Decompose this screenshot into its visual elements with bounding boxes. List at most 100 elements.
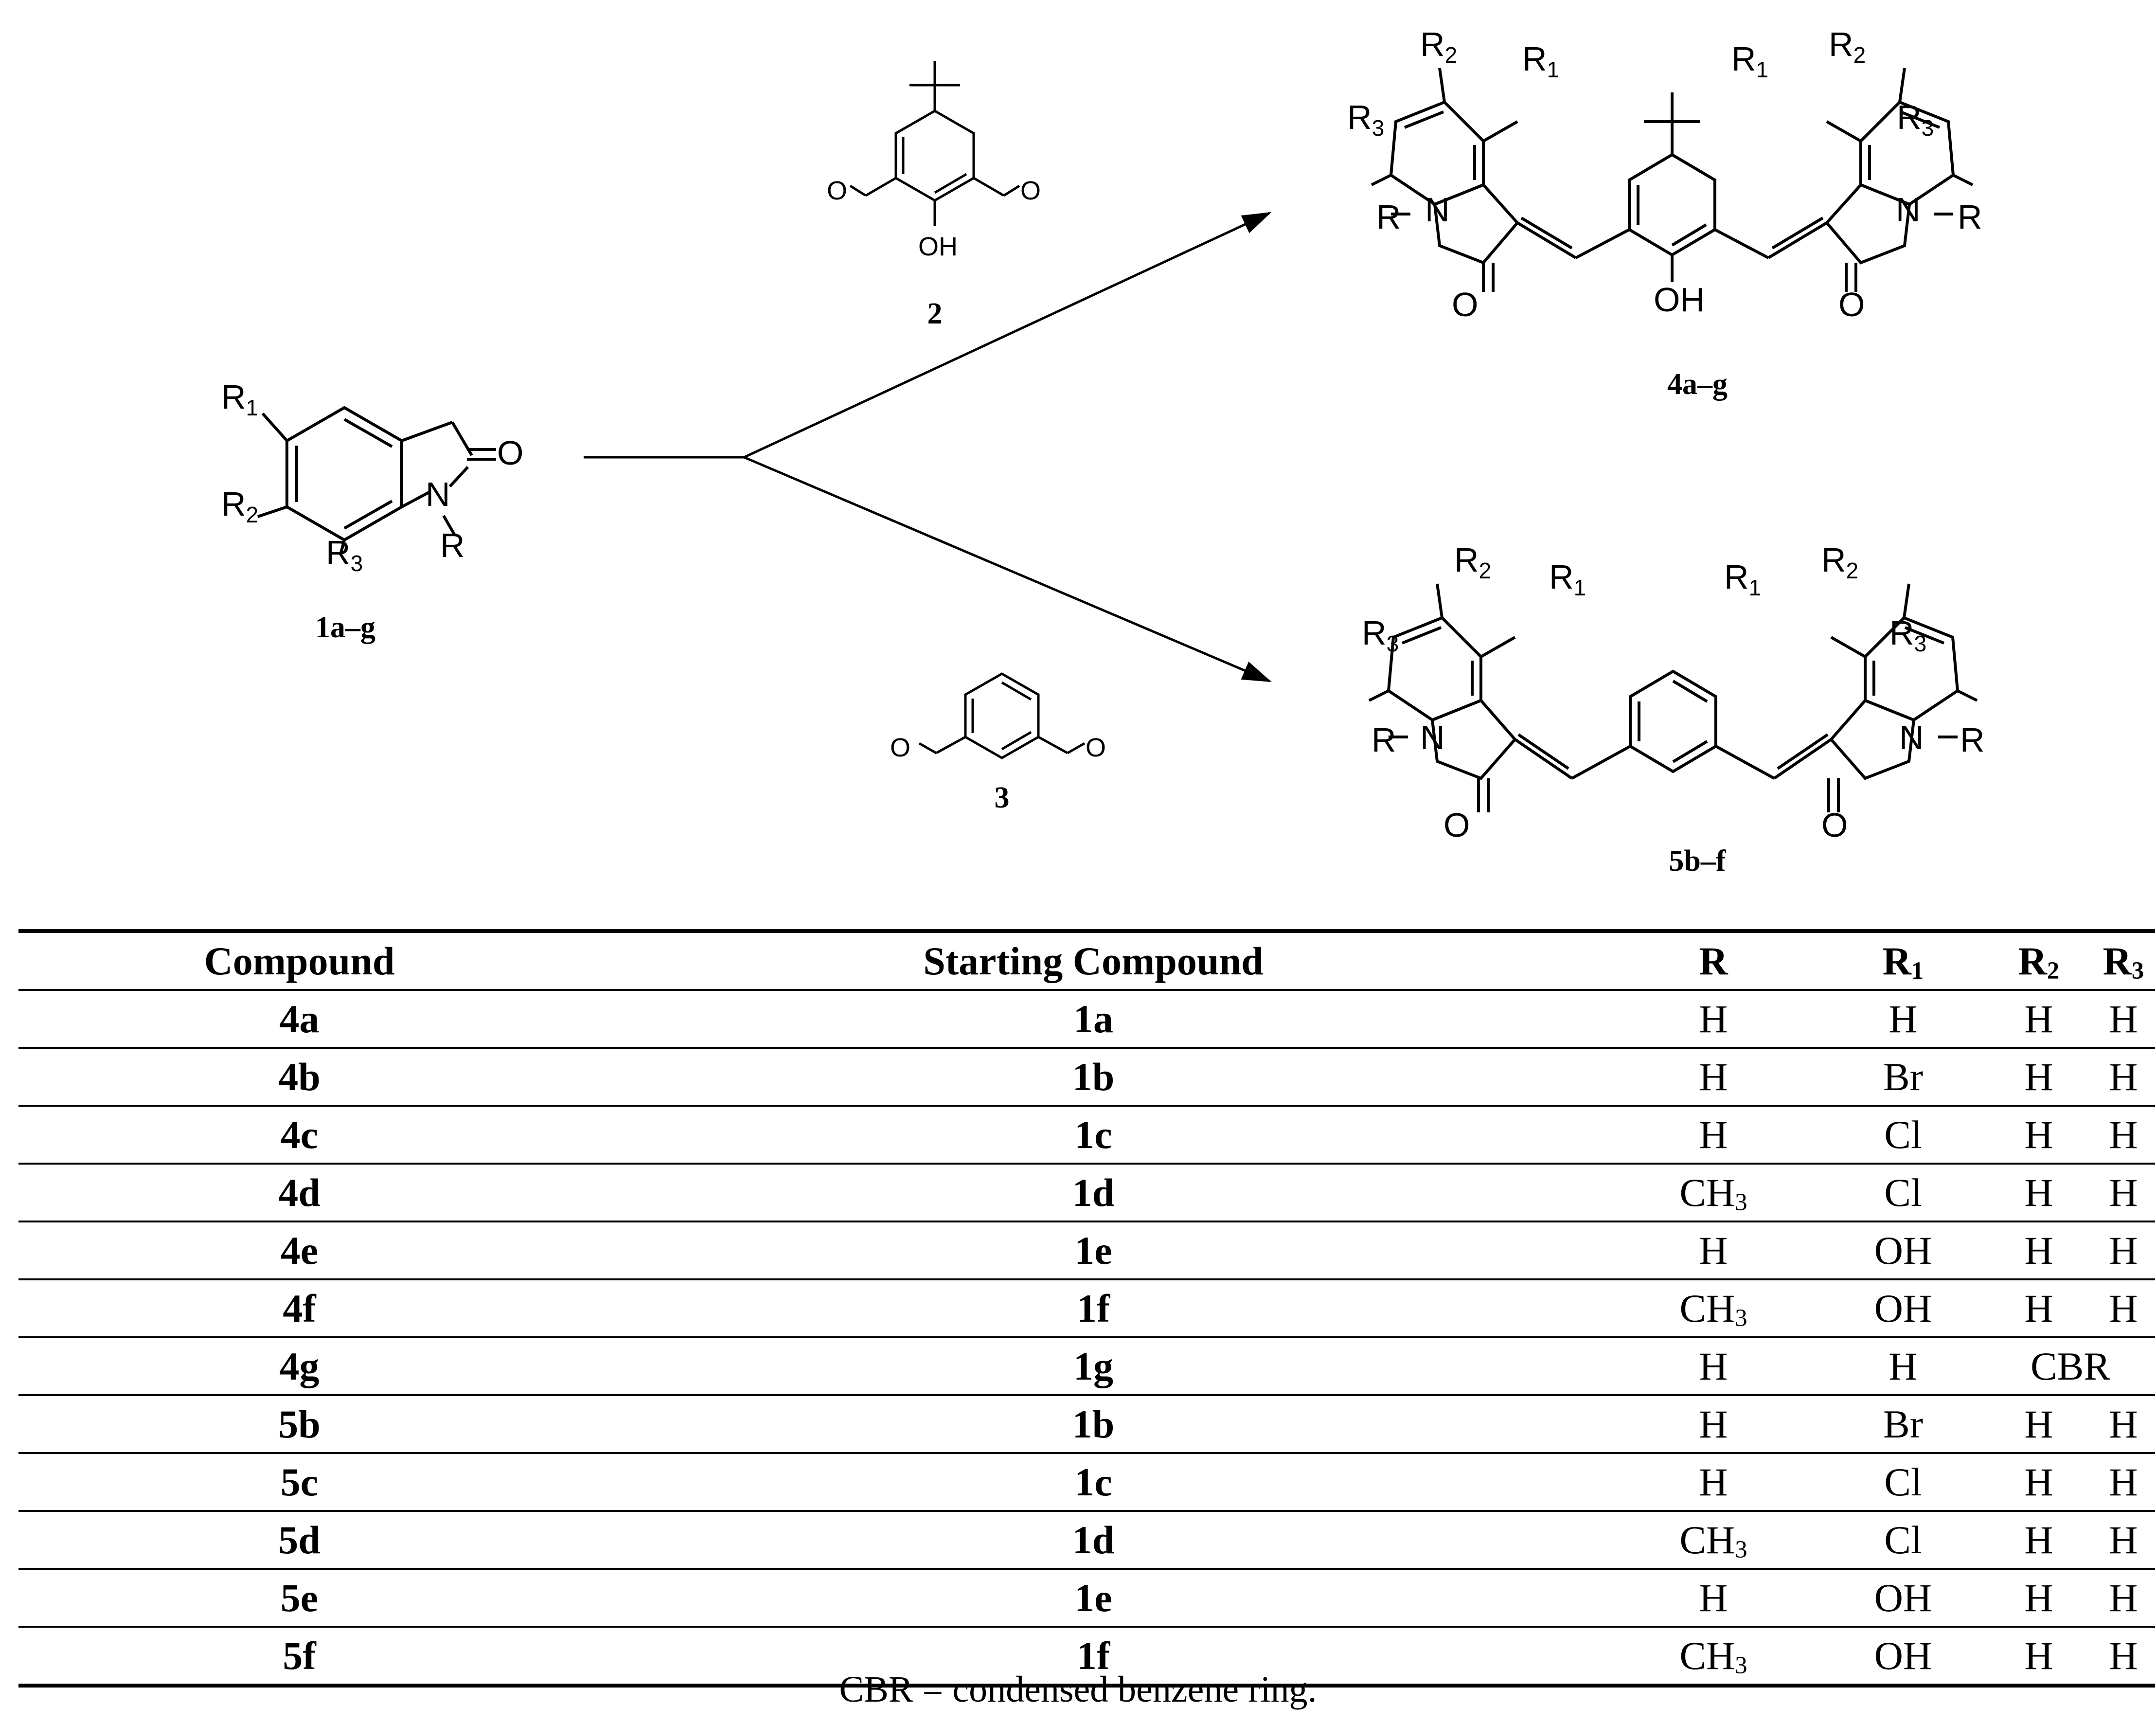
- cell-r3: H: [2092, 1395, 2155, 1454]
- cell-starting-compound: 1e: [580, 1569, 1606, 1628]
- cell-r: H: [1606, 1337, 1820, 1396]
- reaction-scheme: O N R R1 R2 R3 1a–g O O OH 2 O: [221, 25, 1985, 878]
- cell-compound: 5f: [18, 1627, 580, 1688]
- atom-O: O: [1821, 806, 1848, 844]
- label-R1: R1: [1522, 40, 1559, 82]
- atom-R: R: [1372, 721, 1396, 759]
- cell-r-text: CH: [1679, 1286, 1735, 1330]
- cell-r: H: [1606, 1106, 1820, 1165]
- label-R3: R3: [1897, 98, 1934, 141]
- cell-r3: H: [2092, 1164, 2155, 1222]
- cell-starting-compound: 1e: [580, 1221, 1606, 1280]
- header-r3: R3: [2092, 929, 2155, 991]
- cell-r-text: H: [1699, 1459, 1728, 1504]
- compound-label-4: 4a–g: [1667, 368, 1728, 401]
- cell-r-subscript: 3: [1735, 1535, 1747, 1563]
- cell-r: CH3: [1606, 1164, 1820, 1222]
- header-r: R: [1606, 929, 1820, 991]
- atom-O: O: [497, 434, 523, 472]
- cell-r-text: CH: [1679, 1633, 1735, 1678]
- cell-starting-compound: 1d: [580, 1511, 1606, 1570]
- atom-N: N: [1420, 718, 1445, 756]
- cell-r: CH3: [1606, 1627, 1820, 1688]
- cell-r3: H: [2092, 990, 2155, 1049]
- cell-starting-compound: 1f: [580, 1279, 1606, 1338]
- cell-r-text: H: [1699, 1054, 1728, 1099]
- cell-r3: H: [2092, 1279, 2155, 1338]
- cell-r-text: H: [1699, 1344, 1728, 1388]
- cell-r-subscript: 3: [1735, 1188, 1747, 1216]
- cell-r1: H: [1820, 990, 1986, 1049]
- cell-r-text: CH: [1679, 1170, 1735, 1215]
- label-R2: R2: [1420, 25, 1457, 68]
- cell-r-subscript: 3: [1735, 1304, 1747, 1331]
- atom-R: R: [440, 526, 465, 564]
- compound-table: Compound Starting Compound R R1 R2 R3 4a…: [18, 929, 2155, 1688]
- cell-r: H: [1606, 990, 1820, 1049]
- label-R2: R2: [1829, 25, 1866, 68]
- cell-compound: 4f: [18, 1279, 580, 1338]
- cell-r: H: [1606, 1453, 1820, 1512]
- atom-R: R: [1960, 721, 1985, 759]
- cell-r2: H: [1986, 1048, 2092, 1107]
- label-R3: R3: [1347, 98, 1384, 141]
- cell-r-text: H: [1699, 1228, 1728, 1273]
- header-r1: R1: [1820, 929, 1986, 991]
- cell-compound: 4g: [18, 1337, 580, 1396]
- label-R1: R1: [221, 378, 258, 420]
- cell-r3: H: [2092, 1627, 2155, 1688]
- cell-starting-compound: 1d: [580, 1164, 1606, 1222]
- cell-starting-compound: 1b: [580, 1395, 1606, 1454]
- cell-r-subscript: 3: [1735, 1651, 1747, 1679]
- compound-label-5: 5b–f: [1669, 844, 1726, 878]
- table-footnote: CBR = condensed benzene ring.: [839, 1669, 1317, 1710]
- cell-r2: H: [1986, 1453, 2092, 1512]
- table-header-row: Compound Starting Compound R R1 R2 R3: [18, 929, 2155, 991]
- cell-r1: Cl: [1820, 1164, 1986, 1222]
- compound-label-1: 1a–g: [315, 611, 375, 644]
- atom-O: O: [890, 733, 910, 762]
- cell-r1: OH: [1820, 1569, 1986, 1628]
- cell-r: H: [1606, 1221, 1820, 1280]
- cell-compound: 5c: [18, 1453, 580, 1512]
- cell-starting-compound: 1g: [580, 1337, 1606, 1396]
- cell-r2: H: [1986, 1627, 2092, 1688]
- atom-R: R: [1376, 198, 1401, 236]
- header-r2: R2: [1986, 929, 2092, 991]
- cell-starting-compound: 1a: [580, 990, 1606, 1049]
- cell-r: H: [1606, 1569, 1820, 1628]
- label-R3: R3: [1889, 614, 1926, 656]
- cell-r1: Cl: [1820, 1511, 1986, 1570]
- cell-r3: H: [2092, 1106, 2155, 1165]
- cell-r2-r3: CBR: [1986, 1337, 2155, 1396]
- cell-r-text: CH: [1679, 1517, 1735, 1562]
- cell-r1: Cl: [1820, 1106, 1986, 1165]
- atom-O: O: [1086, 733, 1106, 762]
- atom-N: N: [1899, 718, 1924, 756]
- cell-r1: OH: [1820, 1279, 1986, 1338]
- atom-N: N: [1425, 191, 1450, 229]
- cell-r2: H: [1986, 1279, 2092, 1338]
- structure-1a-g: [257, 406, 496, 555]
- label-R3: R3: [326, 534, 363, 576]
- cell-compound: 4c: [18, 1106, 580, 1165]
- cell-r3: H: [2092, 1511, 2155, 1570]
- cell-r: CH3: [1606, 1511, 1820, 1570]
- atom-R: R: [1958, 198, 1982, 236]
- cell-r-text: H: [1699, 1112, 1728, 1157]
- header-starting-compound: Starting Compound: [580, 929, 1606, 991]
- cell-r2: H: [1986, 1569, 2092, 1628]
- cell-compound: 4e: [18, 1221, 580, 1280]
- structure-3: [918, 672, 1086, 759]
- reaction-arrows: [584, 212, 1272, 682]
